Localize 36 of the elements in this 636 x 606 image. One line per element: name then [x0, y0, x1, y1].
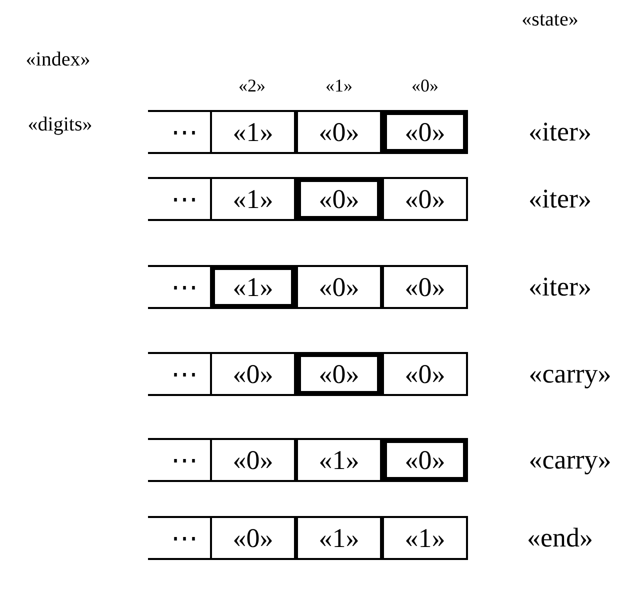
state-label: «carry» [528, 444, 612, 476]
tape-cell: «1» [210, 177, 296, 221]
highlighted-tape-cell: «0» [382, 438, 468, 482]
state-label: «end» [527, 522, 593, 554]
highlighted-tape-cell: «0» [382, 110, 468, 154]
state-label: «iter» [528, 272, 592, 302]
tape-cell: «1» [382, 516, 468, 560]
ellipsis-cell: ⋯ [148, 352, 210, 396]
ellipsis-cell: ⋯ [148, 265, 210, 309]
tape-cell: «1» [296, 438, 382, 482]
highlighted-tape-cell: «0» [296, 177, 382, 221]
state-label: «carry» [528, 358, 612, 390]
column-index: «2» [238, 76, 266, 96]
state-label: «iter» [528, 184, 592, 214]
row-label: «digits» [28, 114, 92, 136]
ellipsis-cell: ⋯ [148, 177, 210, 221]
column-index: «1» [326, 76, 352, 96]
tape-cell: «0» [210, 516, 296, 560]
tape-cell: «0» [210, 352, 296, 396]
column-index: «0» [412, 76, 438, 96]
tape-cell: «1» [296, 516, 382, 560]
ellipsis-cell: ⋯ [148, 110, 210, 154]
column-header: «state» [522, 8, 578, 32]
tape-cell: «1» [210, 110, 296, 154]
tape-cell: «0» [382, 352, 468, 396]
tape-cell: «0» [382, 177, 468, 221]
ellipsis-cell: ⋯ [148, 516, 210, 560]
row-label: «index» [26, 48, 90, 72]
tape-cell: «0» [296, 265, 382, 309]
highlighted-tape-cell: «0» [296, 352, 382, 396]
tape-cell: «0» [210, 438, 296, 482]
state-label: «iter» [528, 116, 592, 148]
ellipsis-cell: ⋯ [148, 438, 210, 482]
tape-cell: «0» [296, 110, 382, 154]
highlighted-tape-cell: «1» [210, 265, 296, 309]
tape-cell: «0» [382, 265, 468, 309]
